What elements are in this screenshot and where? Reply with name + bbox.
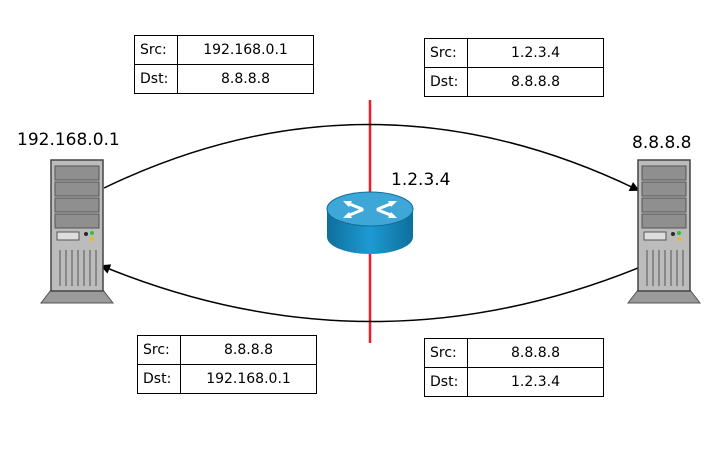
router-icon [326, 191, 414, 254]
right-host-ip: 8.8.8.8 [632, 133, 692, 153]
src-value: 192.168.0.1 [177, 35, 314, 65]
dst-key: Dst: [424, 67, 468, 97]
dst-key: Dst: [424, 367, 468, 397]
dst-key: Dst: [137, 364, 181, 394]
src-value: 8.8.8.8 [180, 335, 317, 365]
src-value: 8.8.8.8 [467, 338, 604, 368]
packet-dst-row: Dst: 8.8.8.8 [134, 64, 314, 94]
packet-reply-before-nat: Src: 8.8.8.8 Dst: 1.2.3.4 [424, 338, 604, 397]
packet-dst-row: Dst: 8.8.8.8 [424, 67, 604, 97]
packet-dst-row: Dst: 1.2.3.4 [424, 367, 604, 397]
dst-key: Dst: [134, 64, 178, 94]
dst-value: 192.168.0.1 [180, 364, 317, 394]
packet-outbound-after-nat: Src: 1.2.3.4 Dst: 8.8.8.8 [424, 38, 604, 97]
dst-value: 8.8.8.8 [177, 64, 314, 94]
outbound-arrow [103, 123, 640, 192]
left-server-icon [39, 159, 115, 304]
packet-dst-row: Dst: 192.168.0.1 [137, 364, 317, 394]
left-host-ip: 192.168.0.1 [17, 130, 120, 150]
src-key: Src: [134, 35, 178, 65]
right-server-icon [626, 159, 702, 304]
packet-reply-after-nat: Src: 8.8.8.8 Dst: 192.168.0.1 [137, 335, 317, 394]
dst-value: 1.2.3.4 [467, 367, 604, 397]
router-ip: 1.2.3.4 [391, 170, 451, 190]
packet-src-row: Src: 192.168.0.1 [134, 35, 314, 65]
reply-arrow [100, 264, 639, 323]
packet-src-row: Src: 8.8.8.8 [137, 335, 317, 365]
src-key: Src: [424, 338, 468, 368]
packet-outbound-before-nat: Src: 192.168.0.1 Dst: 8.8.8.8 [134, 35, 314, 94]
src-value: 1.2.3.4 [467, 38, 604, 68]
src-key: Src: [137, 335, 181, 365]
dst-value: 8.8.8.8 [467, 67, 604, 97]
packet-src-row: Src: 8.8.8.8 [424, 338, 604, 368]
src-key: Src: [424, 38, 468, 68]
packet-src-row: Src: 1.2.3.4 [424, 38, 604, 68]
